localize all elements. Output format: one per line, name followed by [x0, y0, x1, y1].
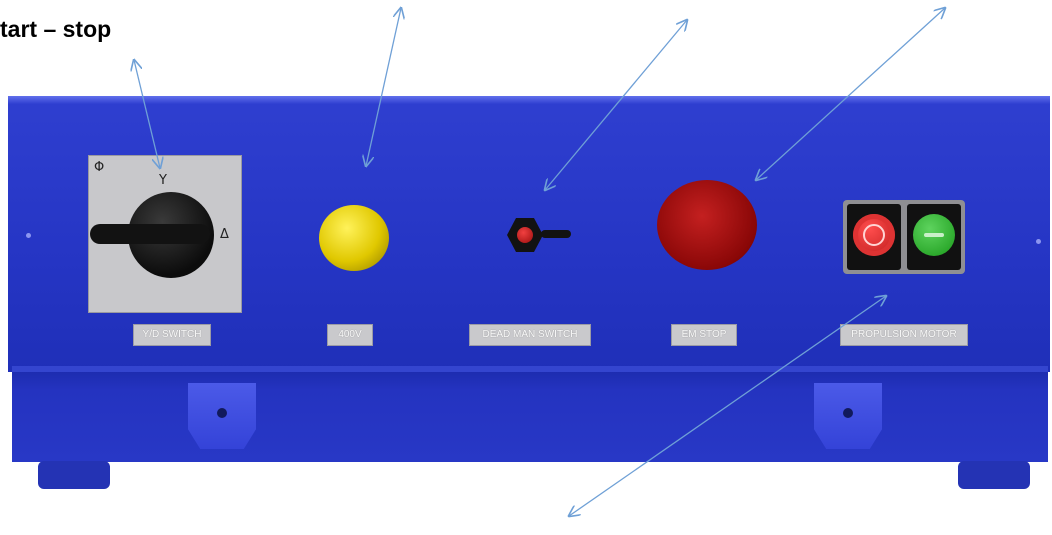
caption-start-stop: tart – stop	[0, 16, 112, 42]
arrow-group	[134, 8, 945, 516]
arrow-yd-switch	[134, 60, 160, 168]
arrow-em-stop	[756, 8, 945, 180]
arrow-propulsion	[569, 296, 886, 516]
side-dot-right	[1036, 239, 1041, 244]
panel-top-edge	[8, 96, 1050, 104]
arrow-400v	[366, 8, 401, 166]
voltage-indicator-lamp	[319, 205, 389, 271]
base-edge	[12, 366, 1048, 376]
dead-man-switch-button[interactable]	[517, 227, 533, 243]
mount-hole-left	[217, 408, 227, 418]
dead-man-switch-tab[interactable]	[541, 230, 571, 238]
leg-left	[38, 461, 110, 489]
delta-symbol: Δ	[220, 227, 229, 242]
emergency-stop-button[interactable]	[657, 180, 757, 270]
side-dot-left	[26, 233, 31, 238]
arrow-dead-man	[545, 20, 687, 190]
label-yd-switch: Y/D SWITCH	[133, 324, 211, 346]
start-bar-icon	[924, 233, 944, 237]
yd-switch-handle[interactable]	[90, 224, 210, 244]
leg-right	[958, 461, 1030, 489]
phi-symbol: Φ	[94, 160, 105, 175]
label-400v: 400V	[327, 324, 373, 346]
stop-ring-icon	[863, 224, 885, 246]
top-caption: tart – stop	[0, 0, 1052, 60]
y-symbol: Y	[159, 173, 167, 188]
